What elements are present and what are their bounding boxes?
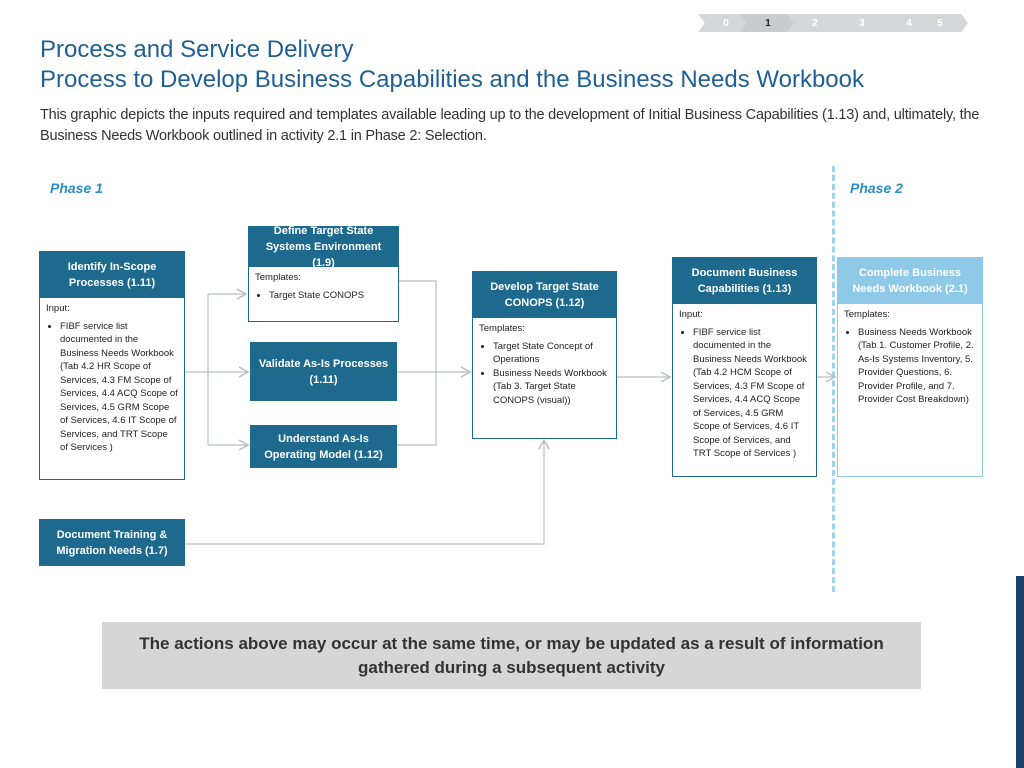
complete-workbook-box[interactable]: Complete Business Needs Workbook (2.1) T…: [837, 257, 983, 477]
develop-templates-label: Templates:: [479, 323, 525, 334]
complete-template-item: Business Needs Workbook (Tab 1. Customer…: [858, 326, 976, 407]
identify-input-item: FIBF service list documented in the Busi…: [60, 320, 178, 455]
define-templates-label: Templates:: [255, 272, 301, 283]
identify-processes-box[interactable]: Identify In-Scope Processes (1.11) Input…: [39, 251, 185, 480]
define-template-item: Target State CONOPS: [269, 289, 392, 303]
document-capabilities-box[interactable]: Document Business Capabilities (1.13) In…: [672, 257, 817, 477]
document-training-box[interactable]: Document Training & Migration Needs (1.7…: [39, 519, 185, 566]
define-target-state-box[interactable]: Define Target State Systems Environment …: [248, 225, 399, 322]
validate-as-is-box[interactable]: Validate As-Is Processes (1.11): [250, 342, 397, 401]
step-3[interactable]: 3: [834, 14, 890, 32]
define-target-state-title: Define Target State Systems Environment …: [249, 225, 398, 269]
complete-templates-label: Templates:: [844, 309, 890, 320]
connector-merge-bracket: [397, 280, 437, 446]
document-input-item: FIBF service list documented in the Busi…: [693, 326, 810, 461]
identify-input-label: Input:: [46, 303, 70, 314]
step-2[interactable]: 2: [787, 14, 843, 32]
page-subtitle: Process to Develop Business Capabilities…: [40, 66, 864, 93]
step-5[interactable]: 5: [912, 14, 968, 32]
step-1[interactable]: 1: [740, 14, 796, 32]
step-0[interactable]: 0: [698, 14, 754, 32]
phase-2-label: Phase 2: [850, 180, 903, 196]
arrow-training-to-develop: [184, 438, 550, 545]
develop-template-item-2: Business Needs Workbook (Tab 3. Target S…: [493, 367, 610, 408]
phase-stepper: 0 1 2 3 4 5: [698, 14, 968, 32]
phase-1-label: Phase 1: [50, 180, 103, 196]
edge-accent-bar: [1016, 576, 1024, 768]
develop-conops-box[interactable]: Develop Target State CONOPS (1.12) Templ…: [472, 271, 617, 439]
document-input-label: Input:: [679, 309, 703, 320]
page-title: Process and Service Delivery: [40, 36, 354, 63]
page-description: This graphic depicts the inputs required…: [40, 107, 980, 144]
document-capabilities-title: Document Business Capabilities (1.13): [673, 258, 816, 304]
develop-template-item-1: Target State Concept of Operations: [493, 340, 610, 367]
note-banner: The actions above may occur at the same …: [102, 622, 921, 689]
understand-operating-model-box[interactable]: Understand As-Is Operating Model (1.12): [250, 425, 397, 468]
identify-processes-title: Identify In-Scope Processes (1.11): [40, 252, 184, 298]
complete-workbook-title: Complete Business Needs Workbook (2.1): [838, 258, 982, 304]
develop-conops-title: Develop Target State CONOPS (1.12): [473, 272, 616, 318]
